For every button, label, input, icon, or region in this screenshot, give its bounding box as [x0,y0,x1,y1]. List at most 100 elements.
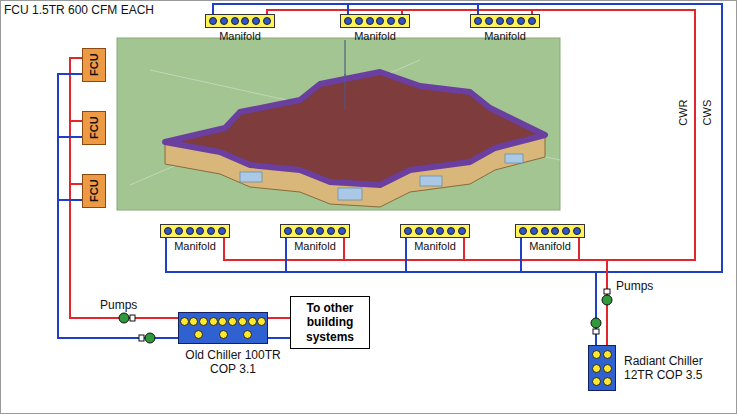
supply-pipe [464,238,607,345]
port-dot [199,317,208,326]
pipe-pair [58,184,178,338]
supply-pipe [70,58,178,318]
port-dot [196,227,204,235]
port-dot [231,17,239,25]
fan-coil-unit: FCU [82,174,106,208]
window [505,154,523,163]
port-dot [517,17,525,25]
node-label: Manifold [470,30,540,43]
port-dot [218,227,226,235]
port-dot [228,317,237,326]
port-dot [338,227,346,235]
port-dot [398,17,406,25]
manifold-box [280,224,350,238]
pipe-pair [166,238,607,345]
return-pipe [348,4,722,345]
fcu-box: FCU [82,111,106,145]
port-dot [257,317,266,326]
pipe-label: CWS [701,99,714,125]
port-dot [458,227,466,235]
return-pipe [58,74,178,338]
pump-body [602,295,612,305]
return-pipe [286,238,596,345]
port-dot [175,227,183,235]
node-label: Manifold [205,30,275,43]
supply-pipe [344,238,607,345]
port-dot [316,227,324,235]
port-dot [603,377,612,386]
port-dot [592,364,601,373]
node-label: Manifold [160,240,230,253]
fcu-box: FCU [82,48,106,82]
chiller-box [178,312,268,344]
manifold: Manifold [280,224,350,253]
pump-outlet [139,335,144,341]
pump-outlet [604,289,610,294]
node-label: Manifold [515,240,585,253]
port-dot [243,330,252,339]
chiller: Old Chiller 100TR COP 3.1 [178,312,288,377]
manifold: Manifold [400,224,470,253]
fan-coil-unit: FCU [82,111,106,145]
pump-symbol [602,289,612,305]
pipe-pair [478,4,722,345]
port-dot [603,364,612,373]
return-pipe [268,337,290,339]
port-dot [248,317,257,326]
supply-pipe [267,10,695,345]
return-pipe [406,238,596,345]
port-dot [209,17,217,25]
fcu-box: FCU [82,174,106,208]
window [338,188,362,200]
chiller-box [588,345,616,391]
supply-pipe [224,238,607,345]
port-dot [180,317,189,326]
port-dot [284,227,292,235]
manifold-box [470,14,540,28]
supply-pipe [402,10,695,345]
pump-label: Pumps [616,279,653,293]
port-dot [194,330,203,339]
node-label: Radiant Chiller 12TR COP 3.5 [624,354,704,383]
supply-pipe [532,10,695,345]
manifold: Manifold [470,14,540,43]
port-dot [496,17,504,25]
port-dot [186,227,194,235]
manifold-box [515,224,585,238]
pipe-label: CWR [677,99,690,125]
pump-symbol [139,333,155,343]
port-dot [474,17,482,25]
pipe-pair [58,58,178,338]
return-pipe [58,200,178,338]
supply-pipe [268,317,290,319]
pipe-pair [406,238,607,345]
port-dot [209,317,218,326]
port-dot [238,317,247,326]
window [420,176,442,186]
port-dot [252,17,260,25]
manifold-box [340,14,410,28]
port-dot [506,17,514,25]
port-dot [541,227,549,235]
return-pipe [521,238,596,345]
manifold: Manifold [160,224,230,253]
node-label: Manifold [280,240,350,253]
manifold: Manifold [205,14,275,43]
port-dot [164,227,172,235]
supply-pipe [579,238,607,345]
manifold: Manifold [515,224,585,253]
port-dot [415,227,423,235]
port-dot [530,227,538,235]
process-box: To other building systems [290,296,370,349]
port-dot [355,17,363,25]
port-dot [218,317,227,326]
pump-symbol [591,318,601,334]
port-dot [404,227,412,235]
port-dot [447,227,455,235]
manifold: Manifold [340,14,410,43]
return-pipe [478,4,722,345]
